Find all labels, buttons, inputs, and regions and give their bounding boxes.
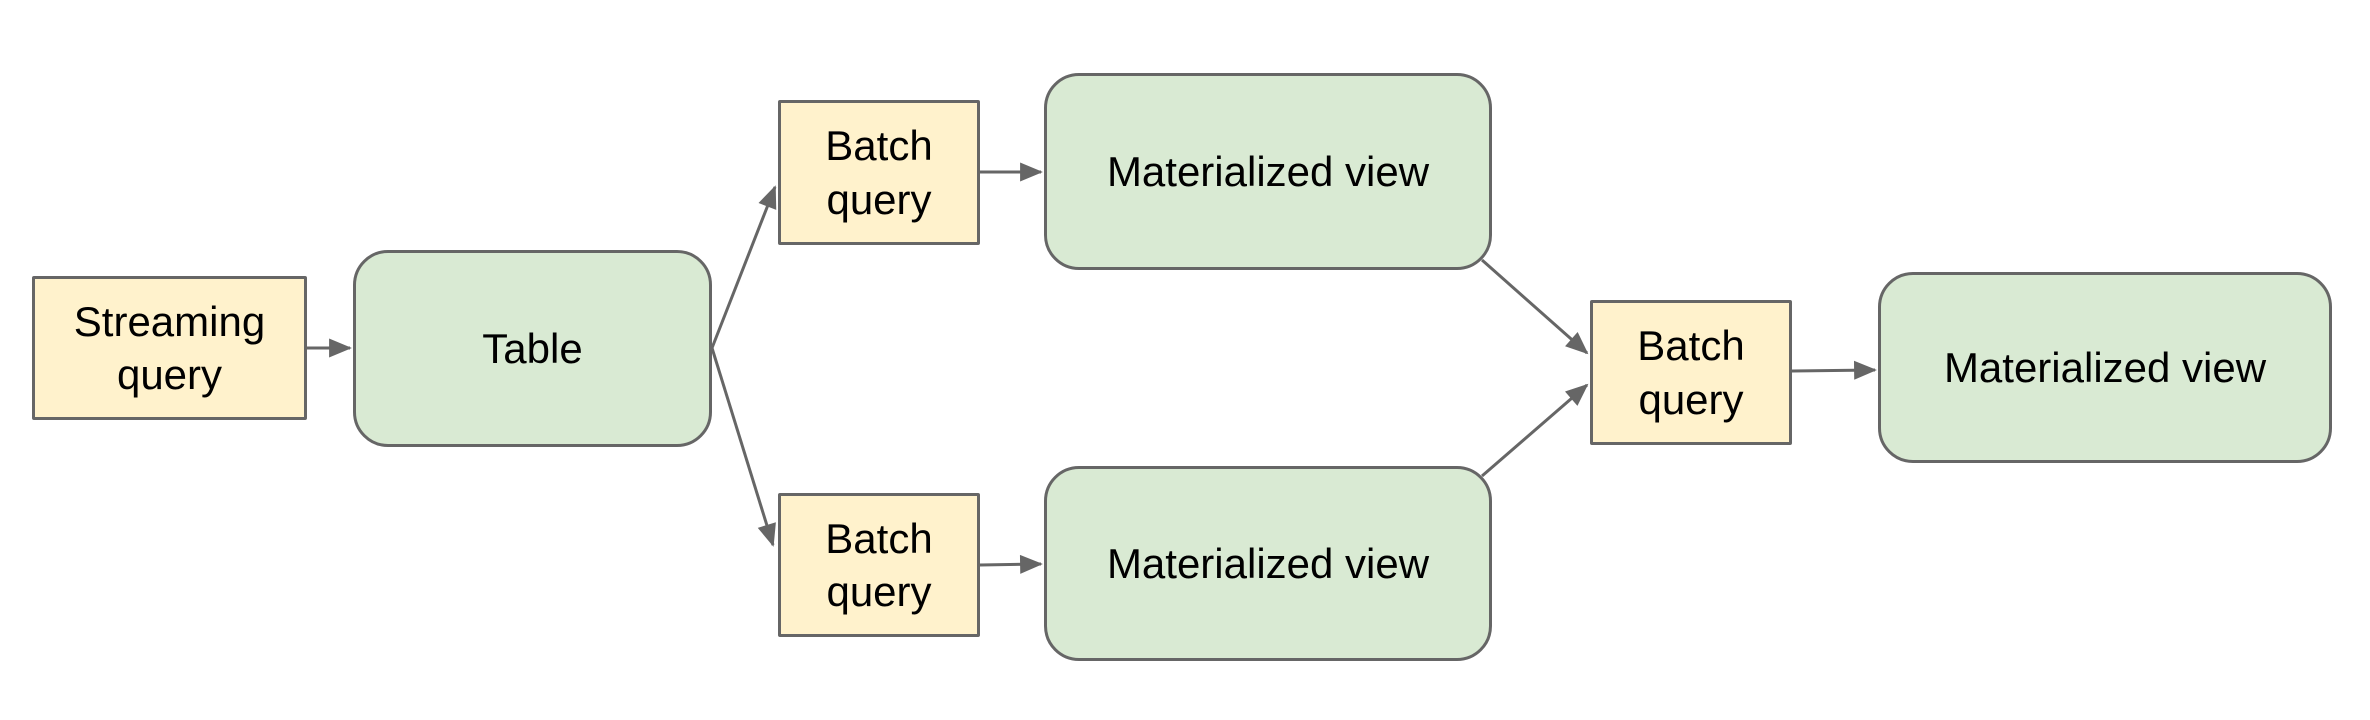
node-streaming-query-label: Streaming query bbox=[73, 297, 266, 398]
node-materialized-view-top: Materialized view bbox=[1044, 73, 1492, 270]
node-materialized-view-bottom-label: Materialized view bbox=[1106, 539, 1430, 587]
node-batch-query-right: Batch query bbox=[1590, 300, 1792, 445]
edge-batch-query-bottom-to-materialized-view-bottom bbox=[979, 554, 1043, 574]
node-streaming-query: Streaming query bbox=[32, 276, 307, 420]
node-materialized-view-bottom: Materialized view bbox=[1044, 466, 1492, 661]
edge-table-to-batch-query-top bbox=[710, 185, 777, 349]
node-batch-query-top: Batch query bbox=[778, 100, 980, 245]
edge-table-to-batch-query-bottom bbox=[710, 347, 776, 547]
edge-batch-query-right-to-materialized-view-right bbox=[1791, 360, 1877, 380]
node-batch-query-right-label: Batch query bbox=[1637, 322, 1745, 423]
node-table: Table bbox=[353, 250, 712, 447]
node-materialized-view-right: Materialized view bbox=[1878, 272, 2332, 463]
node-table-label: Table bbox=[482, 324, 583, 372]
node-batch-query-bottom: Batch query bbox=[778, 493, 980, 637]
node-batch-query-bottom-label: Batch query bbox=[825, 514, 933, 615]
node-materialized-view-right-label: Materialized view bbox=[1943, 343, 2267, 391]
edge-materialized-view-top-to-batch-query-right bbox=[1481, 258, 1589, 355]
node-batch-query-top-label: Batch query bbox=[825, 122, 933, 223]
node-materialized-view-top-label: Materialized view bbox=[1106, 147, 1430, 195]
edge-materialized-view-bottom-to-batch-query-right bbox=[1481, 383, 1589, 478]
